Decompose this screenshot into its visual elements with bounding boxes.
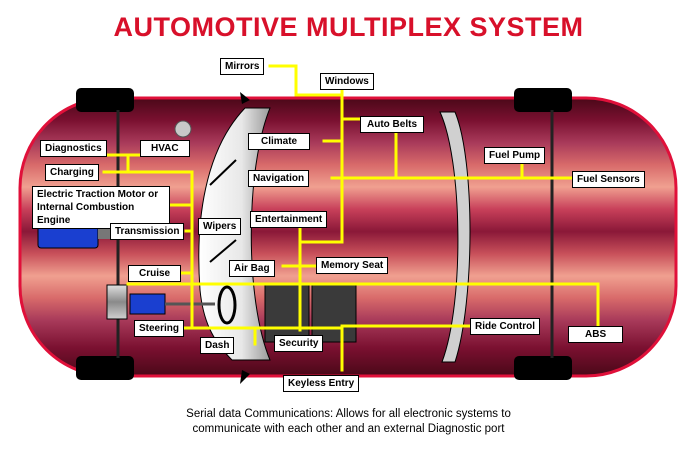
label-keyless-entry: Keyless Entry <box>283 375 360 392</box>
label-abs: ABS <box>568 326 624 343</box>
bus-main-horizontal <box>126 282 600 328</box>
label-climate: Climate <box>248 133 311 150</box>
seat-rear <box>311 283 357 343</box>
caption: Serial data Communications: Allows for a… <box>0 407 697 437</box>
label-engine: Electric Traction Motor or Internal Comb… <box>32 186 170 229</box>
label-dash: Dash <box>200 337 235 354</box>
label-steering: Steering <box>134 320 185 337</box>
label-cruise: Cruise <box>128 265 182 282</box>
bus-mirrors <box>268 64 344 97</box>
label-charging: Charging <box>45 164 99 181</box>
mirror-lower <box>240 370 250 384</box>
steering-wheel <box>217 285 237 325</box>
label-entertainment: Entertainment <box>250 211 328 228</box>
label-auto-belts: Auto Belts <box>360 116 424 133</box>
wiper-blade-lower <box>209 239 237 263</box>
bus-steering <box>180 326 344 372</box>
caption-line-1: Serial data Communications: Allows for a… <box>186 408 511 420</box>
caption-line-2: communicate with each other and an exter… <box>192 423 505 435</box>
label-ride-control: Ride Control <box>470 318 540 335</box>
rear-window <box>439 111 471 363</box>
label-windows: Windows <box>320 73 374 90</box>
data-bus <box>102 64 600 372</box>
label-fuel-sensors: Fuel Sensors <box>572 171 645 188</box>
gas-cap <box>174 120 192 138</box>
steering-motor <box>129 293 166 315</box>
label-hvac: HVAC <box>140 140 190 157</box>
label-wipers: Wipers <box>198 218 242 235</box>
wheel-front-left <box>76 88 134 112</box>
label-transmission: Transmission <box>110 223 185 240</box>
steering-rack <box>106 284 128 320</box>
seat-front <box>264 283 310 343</box>
wheel-rear-left <box>514 88 572 112</box>
label-air-bag: Air Bag <box>229 260 275 277</box>
page-title: AUTOMOTIVE MULTIPLEX SYSTEM <box>113 12 584 42</box>
bus-left-trunk <box>102 153 194 330</box>
bus-windows <box>298 84 344 244</box>
label-mirrors: Mirrors <box>220 58 265 75</box>
wheel-front-right <box>76 356 134 380</box>
label-diagnostics: Diagnostics <box>40 140 107 157</box>
wheel-rear-right <box>514 356 572 380</box>
label-fuel-pump: Fuel Pump <box>484 147 546 164</box>
label-memory-seat: Memory Seat <box>316 257 389 274</box>
wiper-blade-upper <box>209 159 237 186</box>
label-security: Security <box>274 335 324 352</box>
mirror-upper <box>240 92 250 104</box>
traction-motor-shaft <box>98 227 110 239</box>
label-navigation: Navigation <box>248 170 310 187</box>
